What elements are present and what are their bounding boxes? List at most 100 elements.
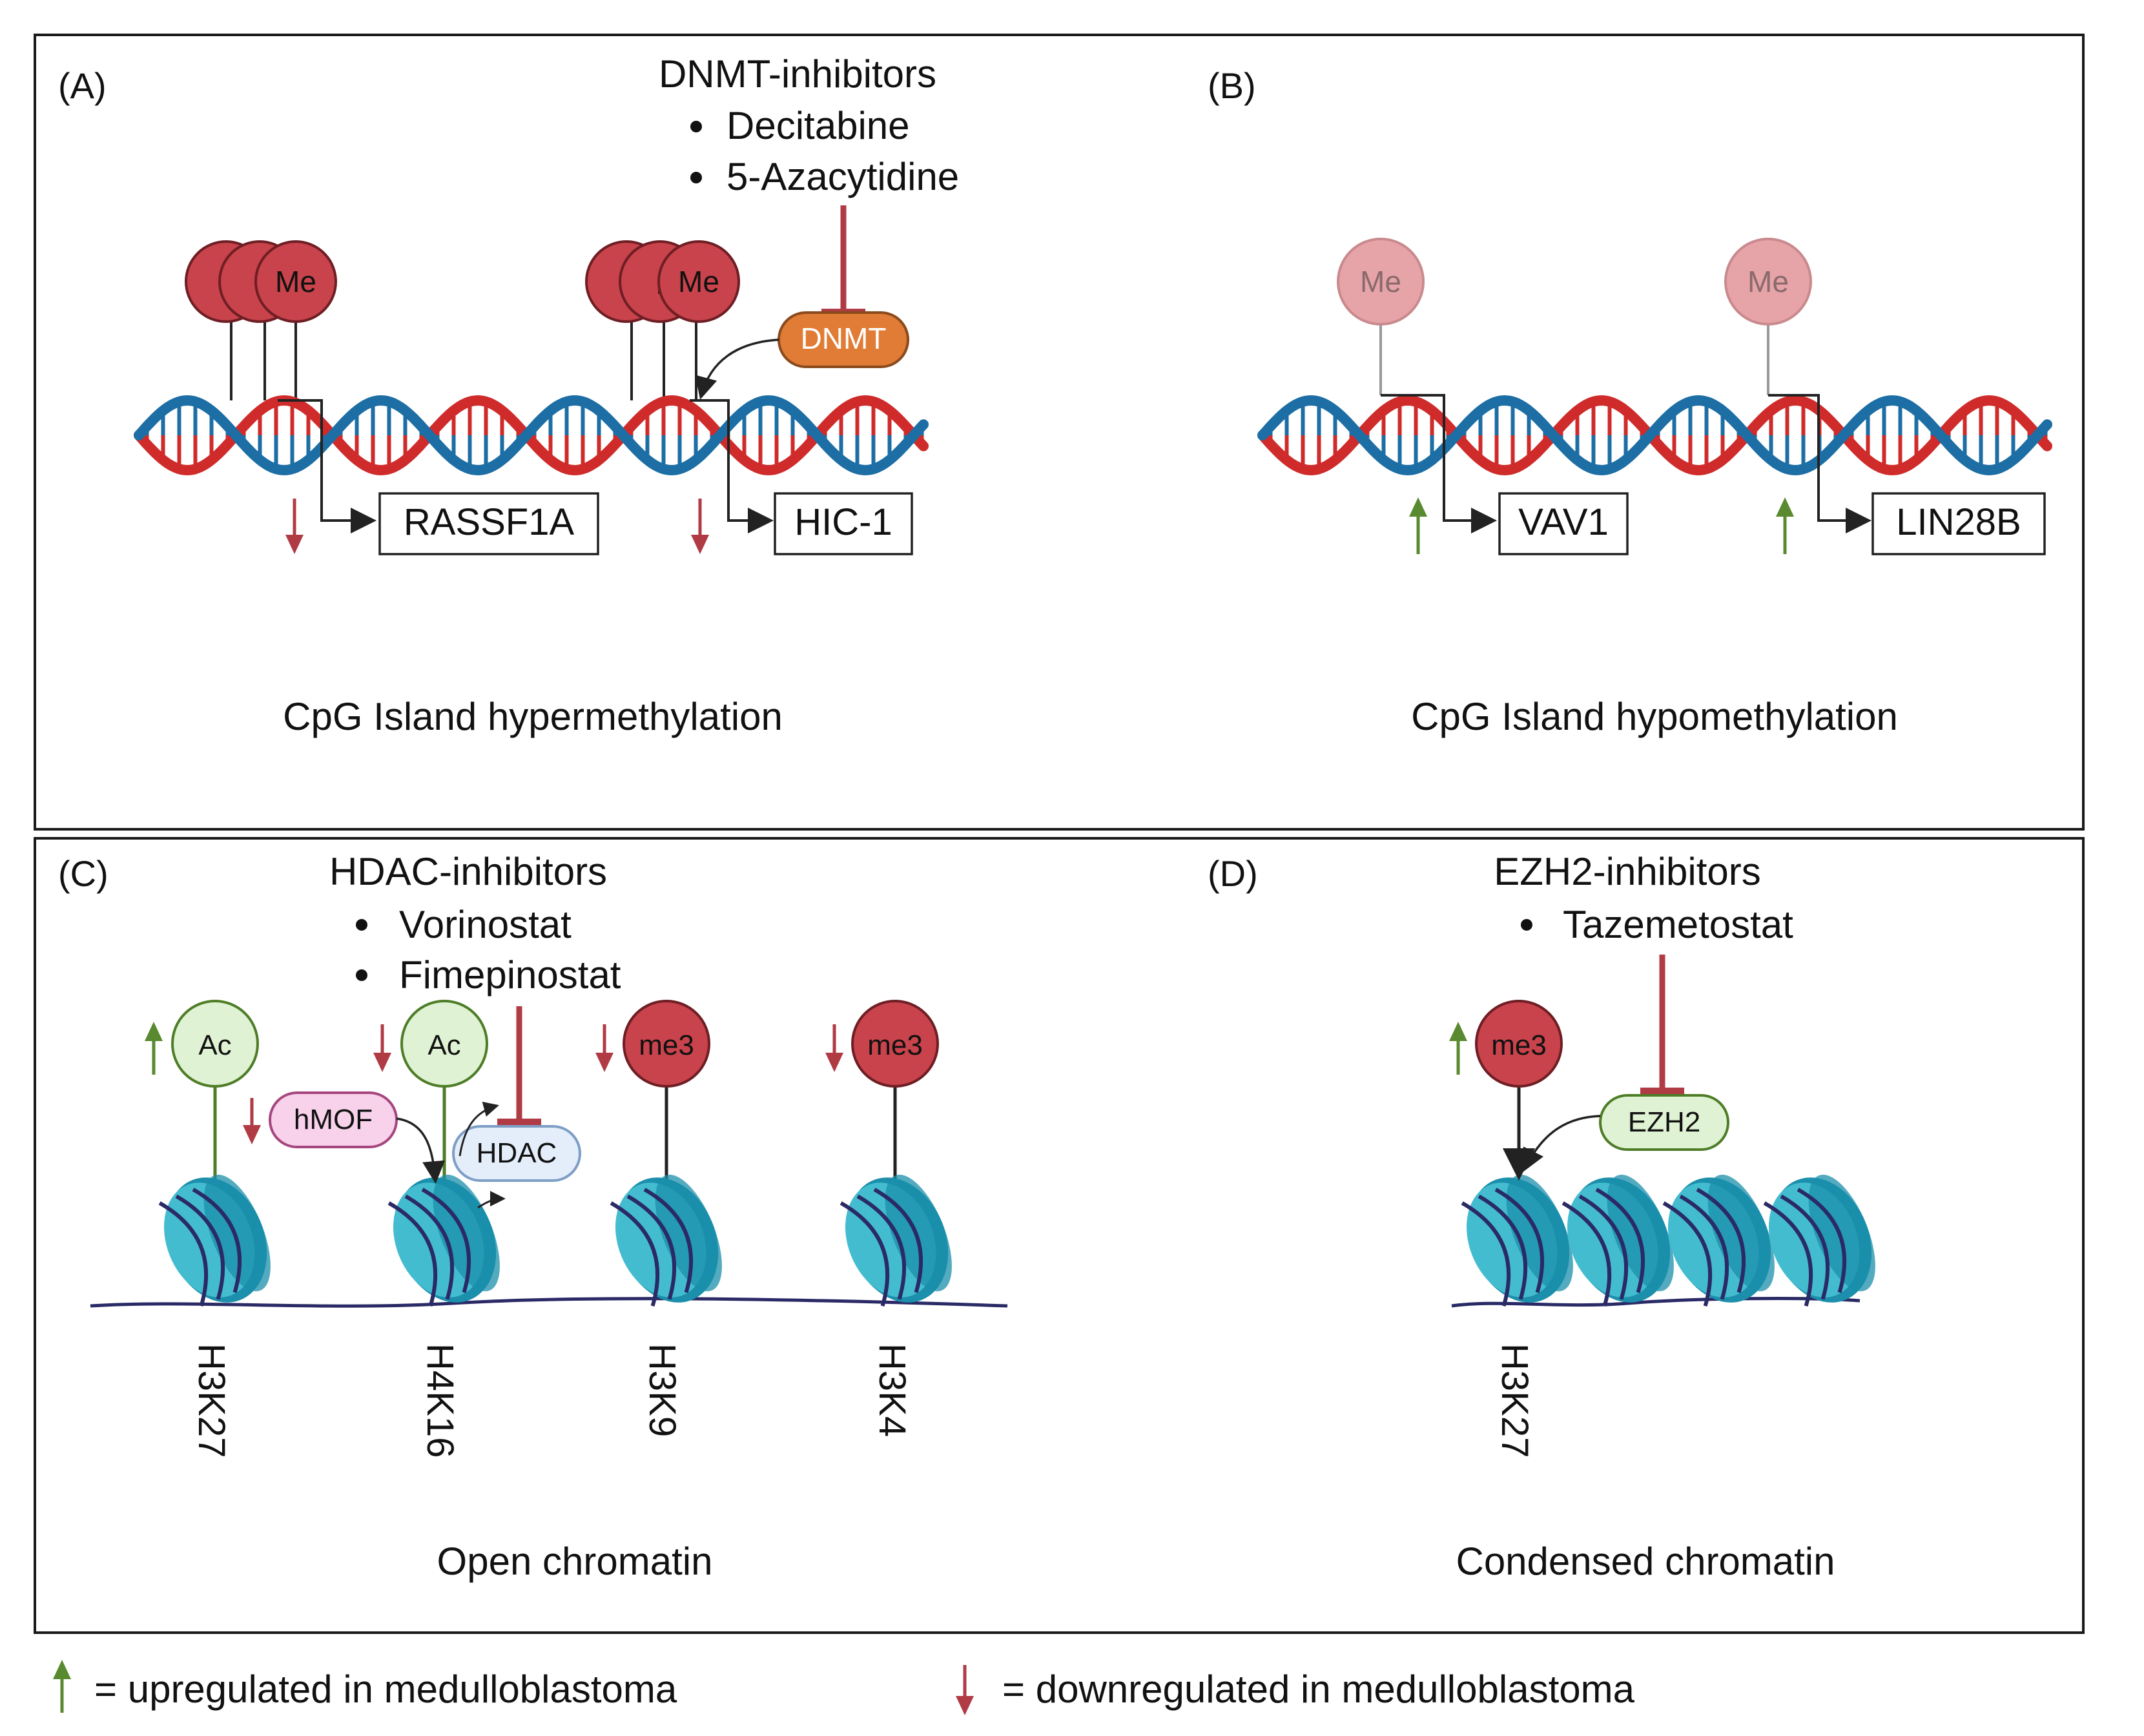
hdac-inhibitors-title: HDAC-inhibitors [329,850,607,893]
promoter-arrow [1768,394,1871,533]
down-arrow-icon [285,499,304,554]
dna-wrap [1780,1194,1830,1300]
drug-decitabine: Decitabine [727,104,910,147]
promoter-arrow [690,399,774,533]
panel-a-label: (A) [58,65,107,106]
methyl-label: Me [275,265,316,298]
nucleosome [158,1174,271,1307]
chromatin-fiber [90,1297,1008,1308]
hmof-action-arrow [396,1117,446,1184]
dna-wrap [1578,1194,1629,1300]
dna-strand-blue [1257,395,2052,476]
hdac-action-tail [477,1191,506,1209]
gene-rassf1a: RASSF1A [404,501,575,543]
dna-wrap [158,1201,209,1307]
dna-double-helix [1257,395,2052,476]
nucleosome [610,1174,722,1307]
panel-c-label: (C) [58,853,108,894]
dna-wrap [192,1188,242,1294]
dna-strand-blue [134,395,929,476]
dna-wrap [1662,1201,1713,1307]
hdac-enzyme [452,1125,581,1182]
dna-wrap [421,1188,471,1294]
acetyl-mark-label: Ac [198,1029,231,1061]
dna-wrap [1595,1188,1645,1294]
dna-wrap [1461,1201,1511,1307]
histone-label: H3K27 [1494,1343,1536,1458]
trimethyl-mark [623,1000,710,1088]
nucleosome [1562,1174,1674,1307]
ezh2-inhibitors-title: EZH2-inhibitors [1494,850,1760,893]
down-arrow-icon [956,1665,974,1715]
dna-strand-red [1257,395,2052,476]
nucleosome [1763,1174,1875,1307]
drug-fimepinostat: Fimepinostat [399,953,621,997]
dna-wrap [1494,1188,1544,1294]
up-arrow-icon [1776,497,1794,554]
panel-b-caption: CpG Island hypomethylation [1411,695,1898,738]
panel-ab-frame [34,34,2085,831]
nucleosome [840,1174,952,1307]
dna-wrap [873,1188,923,1294]
dna-wrap [1562,1201,1612,1307]
panel-d-caption: Condensed chromatin [1456,1540,1835,1583]
bullet-tazemetostat [1521,919,1532,931]
panel-b-label: (B) [1208,65,1256,106]
dna-wrap [387,1201,438,1307]
dna-wrap [1696,1188,1746,1294]
panel-a-caption: CpG Island hypermethylation [283,695,783,738]
gene-lin28b: LIN28B [1896,501,2021,543]
chromatin-fiber [1451,1297,1861,1308]
acetyl-mark [171,1000,259,1088]
trimethyl-mark-label: me3 [1491,1029,1547,1061]
drug-tazemetostat: Tazemetostat [1563,903,1793,946]
legend: = upregulated in medulloblastoma = downr… [53,1660,1635,1715]
bullet-vorinostat [356,919,367,931]
gene-hic1: HIC-1 [794,501,892,543]
acetyl-mark [400,1000,488,1088]
dnmt-action-arrow [695,338,779,400]
nucleosome [1461,1174,1573,1307]
methyl-label-faded: Me [1360,265,1401,298]
acetyl-mark-label: Ac [428,1029,460,1061]
trimethyl-mark-label: me3 [867,1029,923,1061]
hdac-action-arrow [459,1101,499,1157]
up-arrow-icon [53,1660,71,1713]
trimethyl-mark [1475,1000,1563,1088]
panel-a: (A) DNMT-inhibitors Decitabine 5-Azacyti… [58,52,959,738]
ezh2-enzyme [1599,1094,1729,1151]
bullet-decitabine [690,121,702,132]
dnmt-enzyme-label: DNMT [801,322,887,355]
trimethyl-mark-label: me3 [639,1029,694,1061]
hdac-label: HDAC [477,1137,557,1169]
dna-wrap [643,1188,693,1294]
dna-double-helix [134,395,929,476]
up-arrow-icon [145,1022,163,1075]
up-arrow-icon [1449,1022,1467,1075]
trimethyl-mark [851,1000,939,1088]
methyl-group-faded [1337,238,1425,326]
legend-down-text: = downregulated in medulloblastoma [1002,1668,1635,1711]
hmof-enzyme [269,1091,398,1148]
up-arrow-icon [1409,497,1427,554]
dna-wrap [404,1194,455,1300]
hmof-label: hMOF [294,1104,373,1135]
ezh2-action-arrow [1523,1115,1601,1172]
methyl-group [657,240,740,323]
gene-box-vav1 [1498,492,1629,555]
panel-c: (C) HDAC-inhibitors Vorinostat Fimepinos… [58,850,1008,1583]
gene-box-lin28b [1871,492,2046,555]
panel-d-label: (D) [1208,853,1258,894]
gene-box-hic1 [774,492,913,555]
down-arrow-icon [825,1024,843,1072]
panel-c-caption: Open chromatin [437,1540,713,1583]
dna-wrap [626,1194,677,1300]
down-arrow-icon [691,499,709,554]
dna-wrap [1797,1188,1846,1294]
down-arrow-icon [595,1024,613,1072]
histone-label: H3K9 [641,1343,683,1437]
drug-vorinostat: Vorinostat [399,903,572,946]
nucleosome [387,1174,500,1307]
dna-wrap [1478,1194,1528,1300]
histone-label: H4K16 [419,1343,461,1458]
